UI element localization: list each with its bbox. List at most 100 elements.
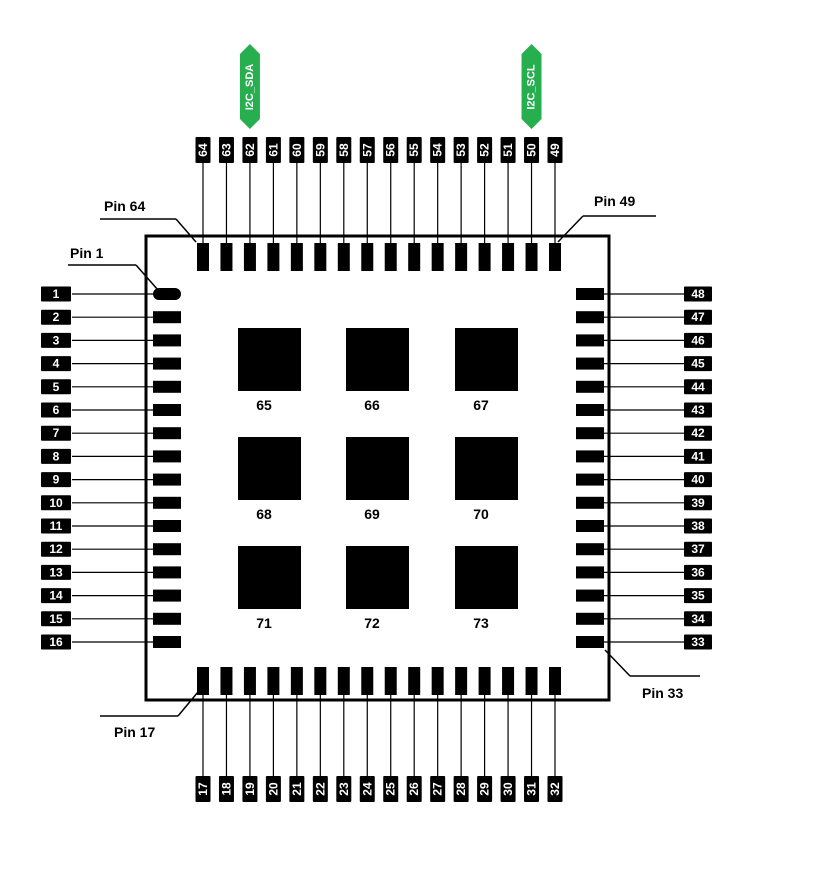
thermal-pad-65 (238, 328, 301, 391)
pin-label-52: 52 (477, 137, 493, 163)
thermal-pad-label-71: 71 (256, 615, 272, 631)
pin-label-33: 33 (684, 634, 712, 650)
pin-label-56-text: 56 (384, 143, 398, 157)
pin-pad-33 (576, 636, 604, 648)
pin-label-42-text: 42 (691, 426, 705, 440)
pin-label-42: 42 (684, 425, 712, 441)
pin-label-39: 39 (684, 495, 712, 511)
pin-pad-37 (576, 543, 604, 556)
pin-label-49: 49 (547, 137, 563, 163)
thermal-pad-69 (346, 437, 409, 500)
pin-label-36-text: 36 (691, 565, 705, 579)
pin-pad-62 (243, 243, 256, 271)
thermal-pad-70 (455, 437, 518, 500)
pin-pad-38 (576, 520, 604, 532)
pin-label-34-text: 34 (691, 612, 705, 626)
pin-label-7-text: 7 (53, 426, 60, 440)
pin-pad-54 (431, 243, 444, 271)
pin-pad-12 (153, 543, 181, 556)
pin-label-15-text: 15 (49, 612, 63, 626)
pin-pad-14 (153, 589, 181, 602)
pin-label-46: 46 (684, 332, 712, 348)
callout-pin33: Pin 33 (604, 649, 700, 701)
thermal-pad-66 (346, 328, 409, 391)
thermal-pad-label-68: 68 (256, 506, 272, 522)
pin-pad-52 (478, 243, 491, 271)
pin-label-24-text: 24 (360, 782, 374, 796)
pin-label-10-text: 10 (49, 496, 63, 510)
pin-label-12-text: 12 (49, 542, 63, 556)
pin-pad-3 (153, 334, 181, 347)
pin-pad-63 (220, 243, 233, 271)
pin-label-18: 18 (218, 776, 234, 802)
pin-label-41-text: 41 (691, 449, 705, 463)
pin-pad-2 (153, 311, 181, 324)
callout-pin33-label: Pin 33 (642, 685, 683, 701)
pin-pad-57 (361, 243, 374, 271)
pin-label-20: 20 (265, 776, 281, 802)
pin-label-37-text: 37 (691, 542, 705, 556)
pin-pad-10 (153, 496, 181, 509)
pin-pad-60 (290, 243, 303, 271)
pin-pad-5 (153, 380, 181, 393)
pin-pad-23 (337, 667, 350, 695)
pin-label-43-text: 43 (691, 403, 705, 417)
signal-arrow-i2c-scl: I2C_SCL (521, 44, 542, 129)
pin-label-47: 47 (684, 309, 712, 325)
pin-label-34: 34 (684, 611, 712, 627)
pin-pad-25 (384, 667, 397, 695)
pin-label-17: 17 (195, 776, 211, 802)
pin-label-60-text: 60 (290, 143, 304, 157)
pin-pad-49 (549, 243, 561, 271)
pin-pad-26 (408, 667, 421, 695)
pin-label-9: 9 (41, 472, 71, 488)
pin-label-62: 62 (242, 137, 258, 163)
pin-label-45-text: 45 (691, 357, 705, 371)
thermal-pad-67 (455, 328, 518, 391)
pin-label-27-text: 27 (431, 782, 445, 796)
pin-pad-48 (576, 288, 604, 300)
pin-label-57: 57 (359, 137, 375, 163)
pin-label-64-text: 64 (196, 143, 210, 157)
pin-label-51-text: 51 (501, 143, 515, 157)
pin-label-54: 54 (430, 137, 446, 163)
thermal-pad-73 (455, 546, 518, 609)
pin-label-24: 24 (359, 776, 375, 802)
callout-pin64-label: Pin 64 (104, 198, 145, 214)
pin-pad-30 (502, 667, 515, 695)
pin-label-15: 15 (41, 611, 71, 627)
pin-pad-58 (337, 243, 350, 271)
pin-label-57-text: 57 (360, 143, 374, 157)
pin-label-5: 5 (41, 379, 71, 395)
pin-pad-64 (197, 243, 209, 271)
pin-pad-50 (525, 243, 538, 271)
pin-label-1-text: 1 (53, 287, 60, 301)
pin-label-53-text: 53 (454, 143, 468, 157)
pin-label-1: 1 (41, 286, 71, 302)
pin-label-38: 38 (684, 518, 712, 534)
pin-pad-24 (361, 667, 374, 695)
pin-label-48-text: 48 (691, 287, 705, 301)
pin-label-56: 56 (383, 137, 399, 163)
pin-label-11: 11 (41, 518, 71, 534)
pin-pad-56 (384, 243, 397, 271)
pin-label-52-text: 52 (478, 143, 492, 157)
pin-label-39-text: 39 (691, 496, 705, 510)
pin-label-21-text: 21 (290, 782, 304, 796)
pin-label-10: 10 (41, 495, 71, 511)
pin-pad-42 (576, 427, 604, 440)
pin-label-12: 12 (41, 541, 71, 557)
pin-label-8-text: 8 (53, 449, 60, 463)
pin-label-37: 37 (684, 541, 712, 557)
pin-label-20-text: 20 (266, 782, 280, 796)
pin-label-22: 22 (312, 776, 328, 802)
pin-label-4: 4 (41, 356, 71, 372)
pin-label-9-text: 9 (53, 473, 60, 487)
pin-label-48: 48 (684, 286, 712, 302)
pin-label-50-text: 50 (525, 143, 539, 157)
pin-pad-43 (576, 404, 604, 416)
pin-label-3-text: 3 (53, 333, 60, 347)
pin-label-19-text: 19 (243, 782, 257, 796)
thermal-pad-label-66: 66 (364, 397, 380, 413)
pin-label-21: 21 (289, 776, 305, 802)
